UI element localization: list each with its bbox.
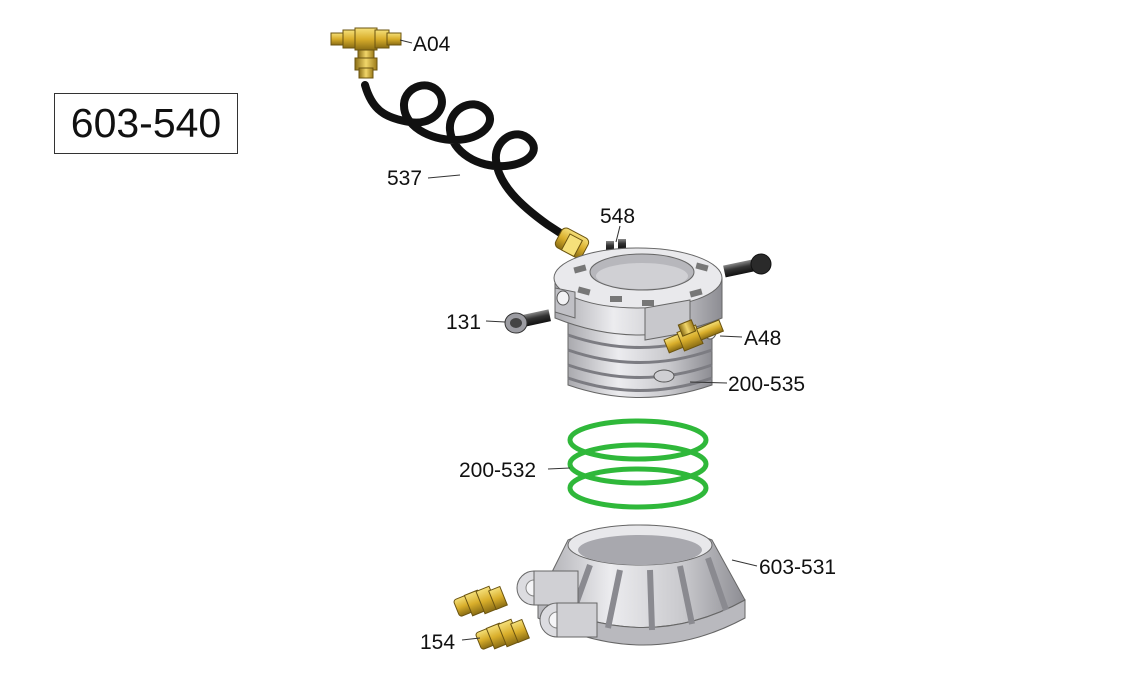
callout-537: 537 — [387, 167, 422, 190]
cap-screw-131-right — [723, 253, 772, 278]
assembly-number: 603-540 — [70, 100, 222, 146]
elbow-fitting — [554, 227, 590, 259]
fitting-154-lower — [475, 618, 530, 650]
callout-a48: A48 — [744, 327, 781, 350]
callout-131: 131 — [446, 311, 481, 334]
base-603-531 — [516, 524, 746, 646]
callout-a04: A04 — [413, 33, 451, 56]
tee-fitting-a04 — [330, 27, 402, 79]
adapter-body-200-535 — [553, 247, 723, 398]
fitting-154-upper — [453, 585, 508, 617]
callout-154: 154 — [420, 631, 455, 654]
fitting-a48 — [663, 319, 725, 354]
cap-screw-131-left — [504, 309, 551, 334]
o-rings-200-532 — [567, 418, 709, 510]
coiled-tube-537 — [361, 81, 572, 242]
leader-lines — [399, 39, 758, 641]
callout-200-535: 200-535 — [728, 373, 805, 396]
callout-548: 548 — [600, 205, 635, 228]
callout-603-531: 603-531 — [759, 556, 836, 579]
callout-200-532: 200-532 — [459, 459, 536, 482]
assembly-number-box: 603-540 — [54, 93, 238, 154]
